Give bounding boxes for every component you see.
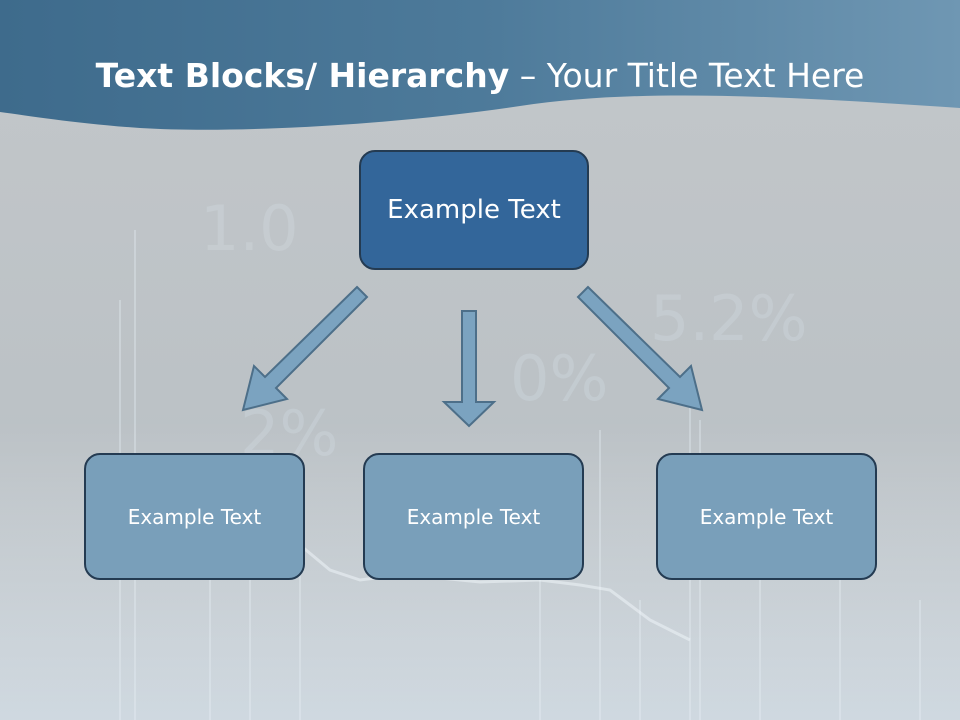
- svg-text:1.0: 1.0: [200, 192, 299, 265]
- child-node-right-label: Example Text: [699, 504, 834, 529]
- root-node: Example Text: [359, 150, 589, 270]
- root-node-label: Example Text: [387, 195, 561, 225]
- arrow-left: [241, 285, 369, 412]
- title-band: [0, 0, 960, 130]
- child-node-left: Example Text: [84, 453, 305, 580]
- arrow-right: [576, 285, 704, 412]
- child-node-middle: Example Text: [363, 453, 584, 580]
- arrow-middle: [441, 310, 497, 428]
- svg-text:5.2%: 5.2%: [650, 282, 808, 355]
- child-node-right: Example Text: [656, 453, 877, 580]
- slide-title-bold: Text Blocks/ Hierarchy: [95, 56, 510, 95]
- child-node-middle-label: Example Text: [406, 504, 541, 529]
- slide-title: Text Blocks/ Hierarchy – Your Title Text…: [0, 54, 960, 98]
- svg-text:0%: 0%: [510, 342, 608, 415]
- slide-title-rest: – Your Title Text Here: [509, 56, 865, 95]
- child-node-left-label: Example Text: [127, 504, 262, 529]
